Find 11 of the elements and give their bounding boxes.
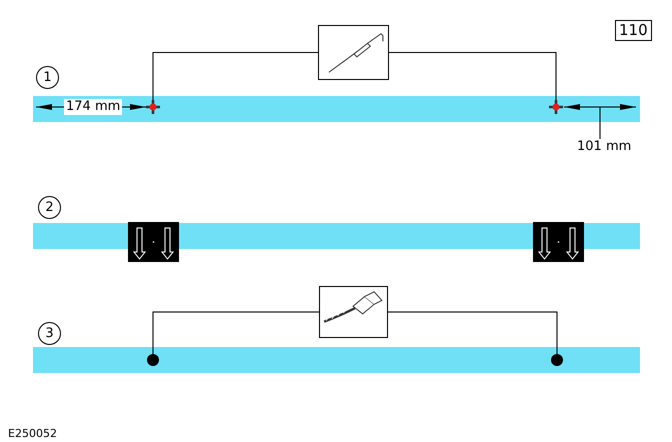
step-number: 2 xyxy=(38,196,61,219)
connector-line xyxy=(152,52,318,100)
connector-line xyxy=(388,312,558,354)
figure-id: E250052 xyxy=(8,427,57,440)
dimension-value: 101 mm xyxy=(577,139,632,155)
dimension-value: 174 mm xyxy=(64,99,122,115)
figure-number: 110 xyxy=(615,20,652,41)
step-number: 3 xyxy=(38,322,61,345)
connector-line xyxy=(388,52,556,100)
connector-line xyxy=(152,312,320,354)
step-number: 1 xyxy=(36,66,59,89)
